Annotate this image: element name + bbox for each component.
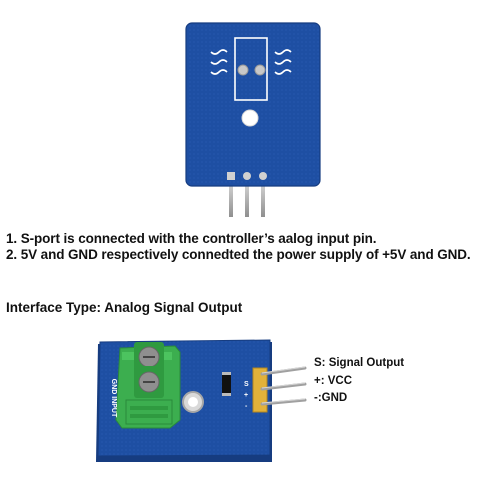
interface-type-label: Interface Type: Analog Signal Output xyxy=(6,300,243,315)
pin-mark-1: + xyxy=(244,392,248,399)
header-pins xyxy=(260,366,307,406)
top-mounting-hole xyxy=(241,109,259,127)
pin-marks: S + - xyxy=(244,381,249,410)
pin-label-signal: S: Signal Output xyxy=(314,357,405,369)
top-pin-pads xyxy=(227,172,267,180)
top-pcb xyxy=(185,22,321,187)
smd-resistor xyxy=(222,372,231,396)
pin-header xyxy=(252,367,268,413)
instruction-line-1: 1. S-port is connected with the controll… xyxy=(6,231,377,246)
pin-mark-0: S xyxy=(244,381,249,388)
silkscreen-gnd-input: GND INPUT xyxy=(110,379,117,418)
pin-mark-2: - xyxy=(245,403,248,410)
pin-label-gnd: -:GND xyxy=(314,392,348,404)
top-board-pins xyxy=(229,185,265,217)
instruction-line-2: 2. 5V and GND respectively connedted the… xyxy=(6,247,471,262)
screw-terminal xyxy=(115,342,181,429)
pin-label-vcc: +: VCC xyxy=(314,375,353,387)
bottom-mounting-hole xyxy=(182,391,204,413)
thermistor-silkscreen xyxy=(210,37,292,101)
bottom-sensor-board: GND INPUT S + - xyxy=(96,339,307,462)
top-sensor-board xyxy=(185,22,321,217)
sensor-solder-pads xyxy=(237,64,266,76)
